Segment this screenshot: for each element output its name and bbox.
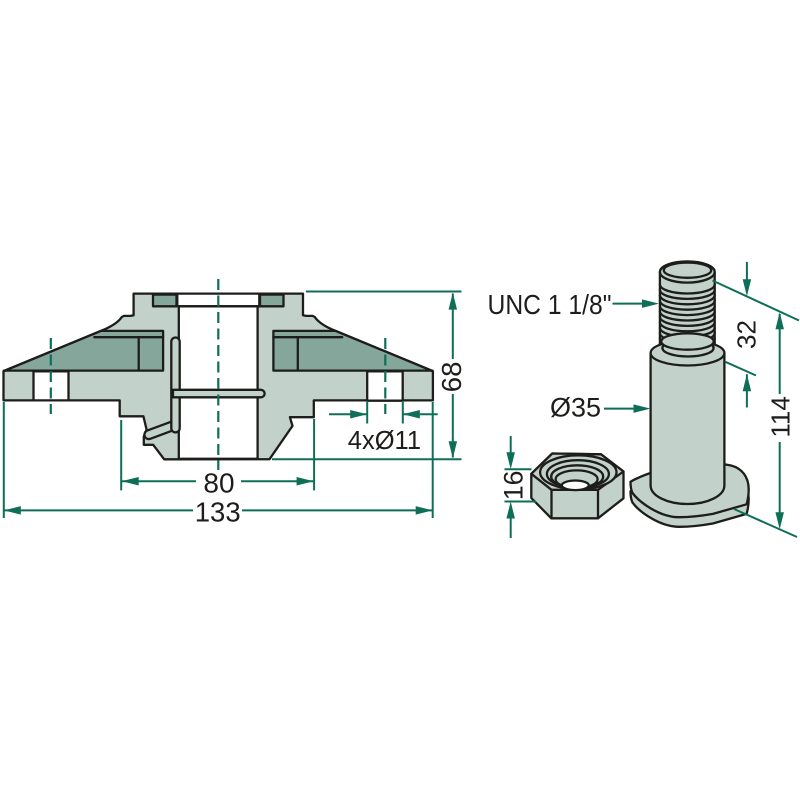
- svg-text:80: 80: [203, 468, 234, 499]
- svg-text:16: 16: [498, 471, 528, 500]
- svg-text:68: 68: [436, 362, 467, 393]
- svg-text:32: 32: [732, 320, 762, 349]
- svg-text:UNC 1 1/8": UNC 1 1/8": [488, 289, 612, 320]
- svg-text:Ø35: Ø35: [550, 393, 601, 423]
- svg-text:114: 114: [765, 396, 795, 437]
- svg-text:4xØ11: 4xØ11: [348, 427, 421, 455]
- svg-text:133: 133: [195, 497, 241, 528]
